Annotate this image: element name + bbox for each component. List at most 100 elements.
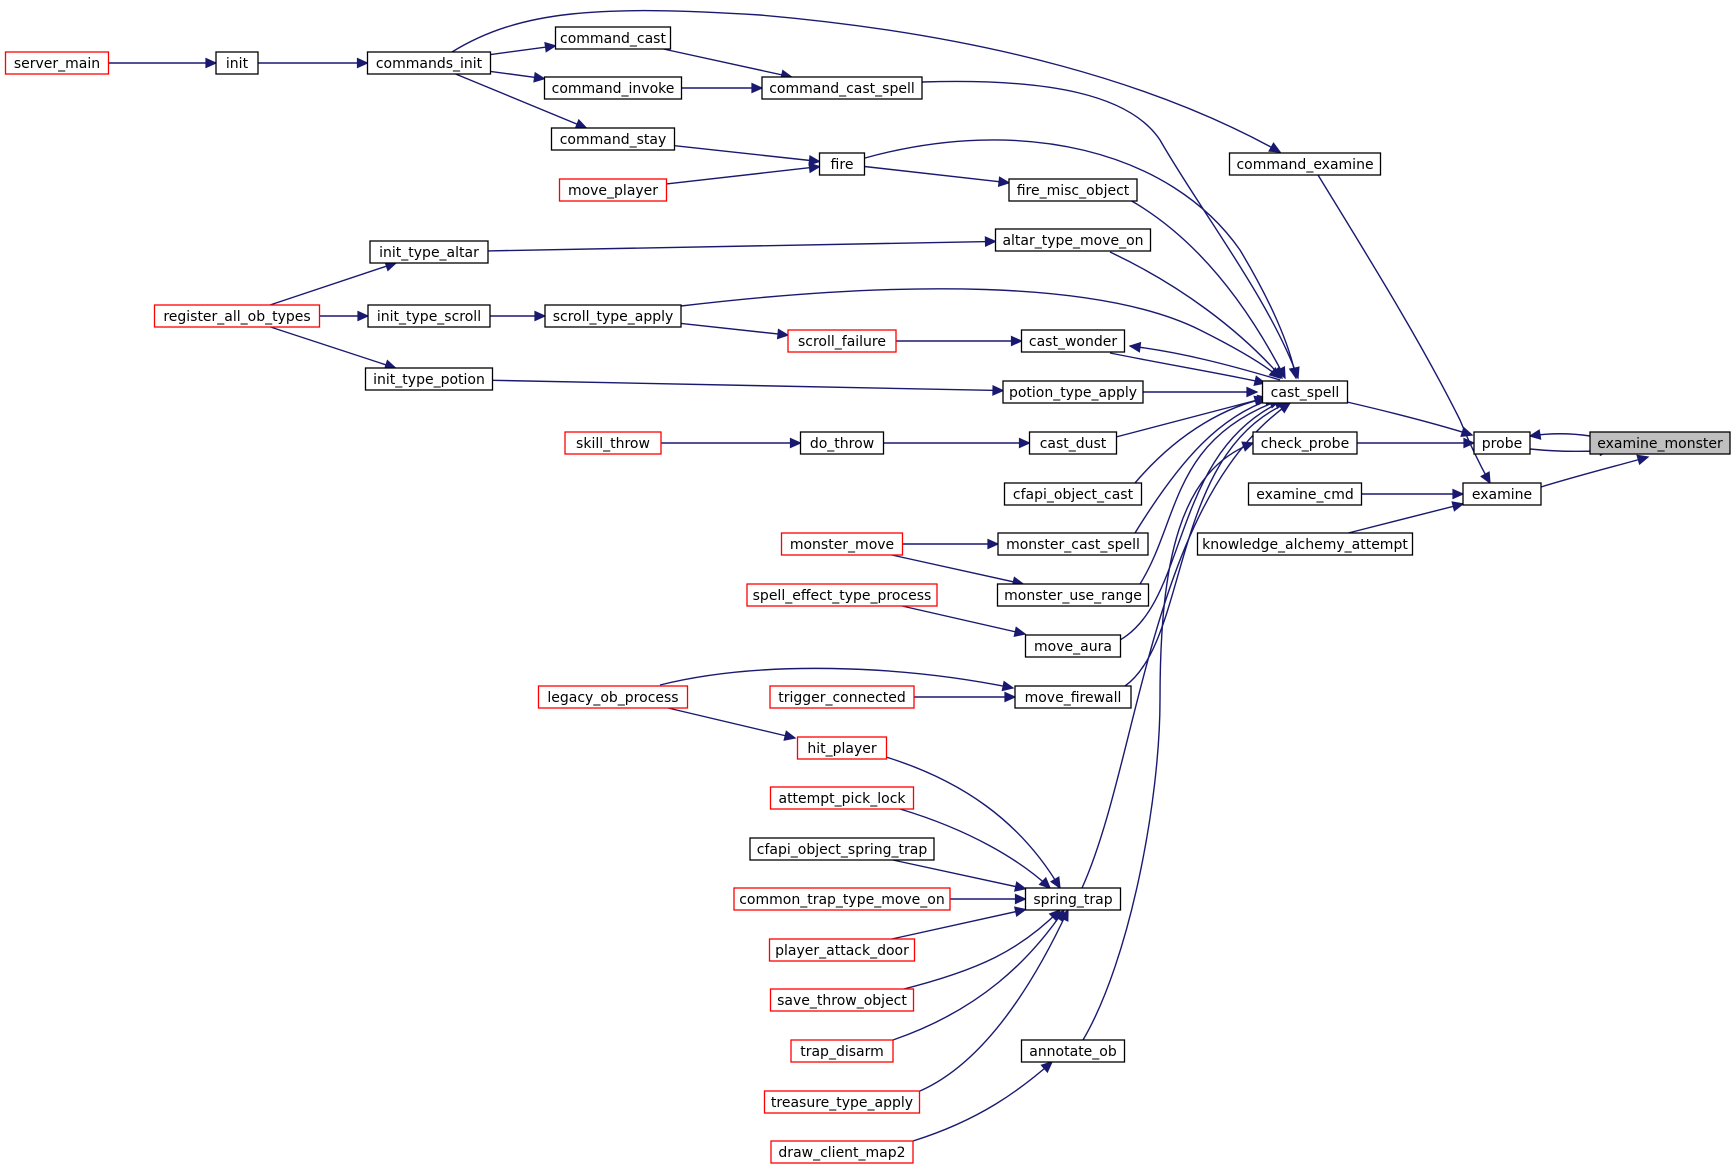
node-server-main[interactable]: server_main <box>4 51 110 75</box>
node-box <box>1462 482 1542 506</box>
node-examine[interactable]: examine <box>1462 482 1542 506</box>
node-cast-spell[interactable]: cast_spell <box>1261 380 1349 404</box>
node-trap-disarm[interactable]: trap_disarm <box>790 1039 894 1063</box>
node-attempt-pick-lock[interactable]: attempt_pick_lock <box>769 786 915 810</box>
edge-cast_spell-to-cast_wonder <box>1128 341 1281 381</box>
node-label: attempt_pick_lock <box>778 791 906 807</box>
node-cfapi-object-cast[interactable]: cfapi_object_cast <box>1003 482 1143 506</box>
node-save-throw-object[interactable]: save_throw_object <box>769 988 915 1012</box>
node-command-invoke[interactable]: command_invoke <box>543 76 683 100</box>
node-box <box>364 367 494 391</box>
edge-command_cast-to-command_cast_spell <box>663 48 794 81</box>
node-box <box>733 887 951 911</box>
node-init-type-scroll[interactable]: init_type_scroll <box>367 304 491 328</box>
nodes-layer: server_main init commands_init command_cast… <box>4 26 1731 1164</box>
node-box <box>1008 178 1138 202</box>
node-box <box>818 152 866 176</box>
node-cast-wonder[interactable]: cast_wonder <box>1020 329 1126 353</box>
node-check-probe[interactable]: check_probe <box>1252 431 1358 455</box>
node-treasure-type-apply[interactable]: treasure_type_apply <box>763 1090 921 1114</box>
node-box <box>770 1140 914 1164</box>
node-move-aura[interactable]: move_aura <box>1024 634 1122 658</box>
node-monster-move[interactable]: monster_move <box>780 532 904 556</box>
edge-commands_init-to-command_examine <box>451 9 1282 153</box>
node-do-throw[interactable]: do_throw <box>799 431 885 455</box>
node-move-firewall[interactable]: move_firewall <box>1014 685 1132 709</box>
node-command-cast-spell[interactable]: command_cast_spell <box>761 76 923 100</box>
node-box <box>366 51 492 75</box>
node-fire[interactable]: fire <box>818 152 866 176</box>
node-spell-effect-type-process[interactable]: spell_effect_type_process <box>746 583 938 607</box>
node-label: init <box>226 56 249 72</box>
node-examine-cmd[interactable]: examine_cmd <box>1247 482 1363 506</box>
node-command-stay[interactable]: command_stay <box>550 127 676 151</box>
node-label: knowledge_alchemy_attempt <box>1202 537 1408 553</box>
edge-spell_effect_type_process-to-move_aura <box>901 605 1027 637</box>
node-player-attack-door[interactable]: player_attack_door <box>768 938 916 962</box>
edge-trigger_connected-to-move_firewall <box>914 691 1017 703</box>
node-box <box>1020 1039 1126 1063</box>
node-legacy-ob-process[interactable]: legacy_ob_process <box>537 685 689 709</box>
edge-monster_move-to-monster_cast_spell <box>902 538 1000 550</box>
node-label: scroll_failure <box>798 334 886 350</box>
node-monster-use-range[interactable]: monster_use_range <box>996 583 1150 607</box>
node-box <box>1261 380 1349 404</box>
node-label: examine <box>1472 487 1532 503</box>
node-label: trigger_connected <box>778 690 906 706</box>
node-init-type-altar[interactable]: init_type_altar <box>369 240 489 264</box>
edge-register_all_ob_types-to-init_type_scroll <box>319 310 370 322</box>
node-label: fire_misc_object <box>1017 183 1130 199</box>
node-init[interactable]: init <box>215 51 259 75</box>
node-command-examine[interactable]: command_examine <box>1228 152 1382 176</box>
node-draw-client-map2[interactable]: draw_client_map2 <box>770 1140 914 1164</box>
node-label: spell_effect_type_process <box>753 588 932 604</box>
node-annotate-ob[interactable]: annotate_ob <box>1020 1039 1126 1063</box>
node-hit-player[interactable]: hit_player <box>796 736 888 760</box>
node-box <box>769 786 915 810</box>
node-scroll-type-apply[interactable]: scroll_type_apply <box>544 304 682 328</box>
node-common-trap-type-move-on[interactable]: common_trap_type_move_on <box>733 887 951 911</box>
edge-skill_throw-to-do_throw <box>661 437 802 449</box>
node-box <box>769 685 915 709</box>
node-box <box>369 240 489 264</box>
node-box <box>1003 482 1143 506</box>
node-move-player[interactable]: move_player <box>558 178 668 202</box>
node-box <box>558 178 668 202</box>
node-probe[interactable]: probe <box>1473 431 1531 455</box>
edge-treasure_type_apply-to-spring_trap <box>919 908 1069 1092</box>
node-cfapi-object-spring-trap[interactable]: cfapi_object_spring_trap <box>749 837 935 861</box>
node-fire-misc-object[interactable]: fire_misc_object <box>1008 178 1138 202</box>
edge-player_attack_door-to-spring_trap <box>891 906 1027 940</box>
node-cast-dust[interactable]: cast_dust <box>1028 431 1118 455</box>
edges-layer <box>108 9 1650 1142</box>
node-altar-type-move-on[interactable]: altar_type_move_on <box>994 228 1152 252</box>
node-knowledge-alchemy-attempt[interactable]: knowledge_alchemy_attempt <box>1196 532 1414 556</box>
node-label: init_type_potion <box>373 372 485 388</box>
node-label: init_type_altar <box>379 245 479 261</box>
node-commands-init[interactable]: commands_init <box>366 51 492 75</box>
edge-server_main-to-init <box>108 57 218 69</box>
node-scroll-failure[interactable]: scroll_failure <box>787 329 897 353</box>
node-label: command_examine <box>1236 157 1373 173</box>
node-examine-monster[interactable]: examine_monster <box>1589 431 1731 455</box>
node-label: spring_trap <box>1033 892 1112 908</box>
node-trigger-connected[interactable]: trigger_connected <box>769 685 915 709</box>
node-box <box>763 1090 921 1114</box>
node-box <box>780 532 904 556</box>
node-box <box>994 228 1152 252</box>
node-init-type-potion[interactable]: init_type_potion <box>364 367 494 391</box>
node-label: command_cast_spell <box>769 81 915 97</box>
node-skill-throw[interactable]: skill_throw <box>564 431 662 455</box>
edge-monster_move-to-monster_use_range <box>891 554 1025 587</box>
node-command-cast[interactable]: command_cast <box>554 26 672 50</box>
edge-knowledge_alchemy_attempt-to-examine <box>1348 501 1465 534</box>
node-potion-type-apply[interactable]: potion_type_apply <box>1002 380 1144 404</box>
node-register-all-ob-types[interactable]: register_all_ob_types <box>153 304 321 328</box>
node-monster-cast-spell[interactable]: monster_cast_spell <box>997 532 1149 556</box>
node-label: commands_init <box>376 56 483 72</box>
node-box <box>1247 482 1363 506</box>
node-spring-trap[interactable]: spring_trap <box>1024 887 1122 911</box>
node-label: monster_cast_spell <box>1006 537 1140 553</box>
edge-examine-to-examine_monster <box>1540 454 1650 488</box>
